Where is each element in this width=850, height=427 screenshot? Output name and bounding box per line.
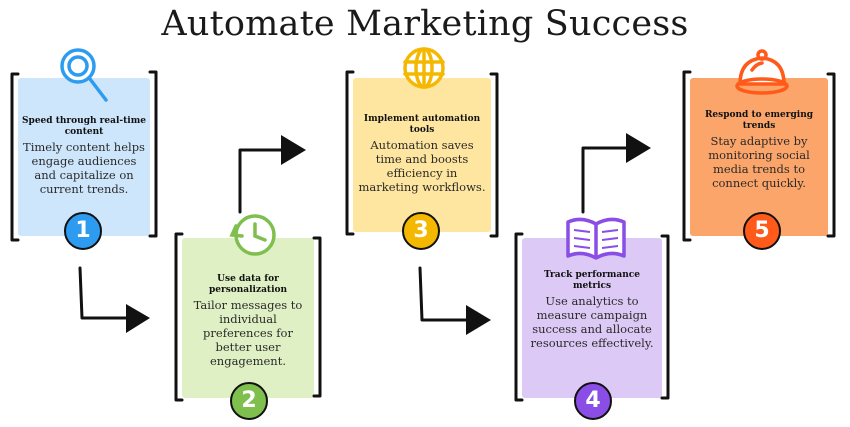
bracket-left-2 [174, 232, 184, 402]
step-card-3 [353, 78, 491, 232]
bracket-right-5 [826, 72, 836, 238]
step-text-1: Speed through real-time content Timely c… [22, 116, 146, 196]
arrow-3-to-4 [418, 266, 470, 322]
bracket-right-1 [148, 70, 158, 238]
clock-icon [229, 214, 276, 256]
bracket-right-2 [312, 236, 322, 398]
step-text-2: Use data for personalization Tailor mess… [186, 274, 310, 368]
bell-icon [735, 49, 789, 95]
step-heading-3: Implement automation tools [363, 114, 481, 135]
arrow-1-to-2 [78, 266, 130, 320]
step-number-3: 3 [402, 212, 440, 250]
step-number-5: 5 [743, 212, 781, 250]
step-text-5: Respond to emerging trends Stay adaptive… [695, 110, 823, 190]
step-heading-1: Speed through real-time content [22, 116, 146, 137]
arrow-2-to-3 [238, 148, 285, 214]
step-description-4: Use analytics to measure campaign succes… [530, 294, 654, 350]
step-card-4 [522, 238, 662, 398]
arrow-4-to-5 [581, 146, 630, 214]
bracket-right-4 [660, 234, 670, 400]
book-icon [566, 217, 626, 260]
step-number-4: 4 [574, 382, 612, 420]
bracket-left-4 [514, 232, 524, 402]
bracket-left-1 [10, 72, 20, 242]
step-heading-4: Track performance metrics [544, 270, 640, 291]
step-card-1 [18, 78, 150, 236]
step-description-2: Tailor messages to individual preference… [193, 298, 303, 368]
bracket-left-3 [345, 70, 355, 236]
step-description-5: Stay adaptive by monitoring social media… [708, 134, 810, 190]
step-number-1: 1 [64, 212, 102, 250]
globe-icon [403, 47, 445, 89]
step-description-3: Automation saves time and boosts efficie… [358, 138, 486, 194]
step-card-5 [690, 78, 828, 236]
magnifier-icon [60, 48, 108, 102]
bracket-left-5 [682, 70, 692, 242]
page-title: Automate Marketing Success [161, 4, 689, 44]
bracket-right-3 [489, 72, 499, 238]
step-text-4: Track performance metrics Use analytics … [527, 270, 657, 350]
step-heading-5: Respond to emerging trends [704, 110, 814, 131]
step-number-2: 2 [230, 382, 268, 420]
step-card-2 [182, 238, 314, 398]
step-heading-2: Use data for personalization [208, 274, 288, 295]
step-description-1: Timely content helps engage audiences an… [23, 140, 145, 196]
step-text-3: Implement automation tools Automation sa… [357, 114, 487, 194]
